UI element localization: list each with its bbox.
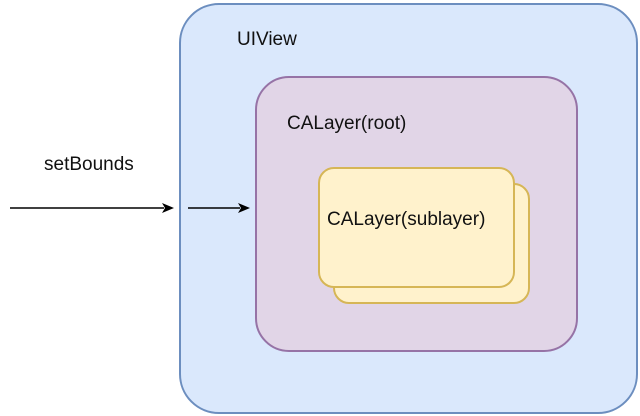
arrow-into-root-layer	[188, 203, 250, 213]
calayer-root-label: CALayer(root)	[287, 113, 407, 134]
setbounds-label: setBounds	[44, 154, 134, 175]
sublayer-label: CALayer(sublayer)	[327, 209, 486, 230]
arrow-into-uiview	[10, 203, 174, 213]
uiview-label: UIView	[237, 29, 297, 50]
sublayer-box	[318, 167, 515, 288]
